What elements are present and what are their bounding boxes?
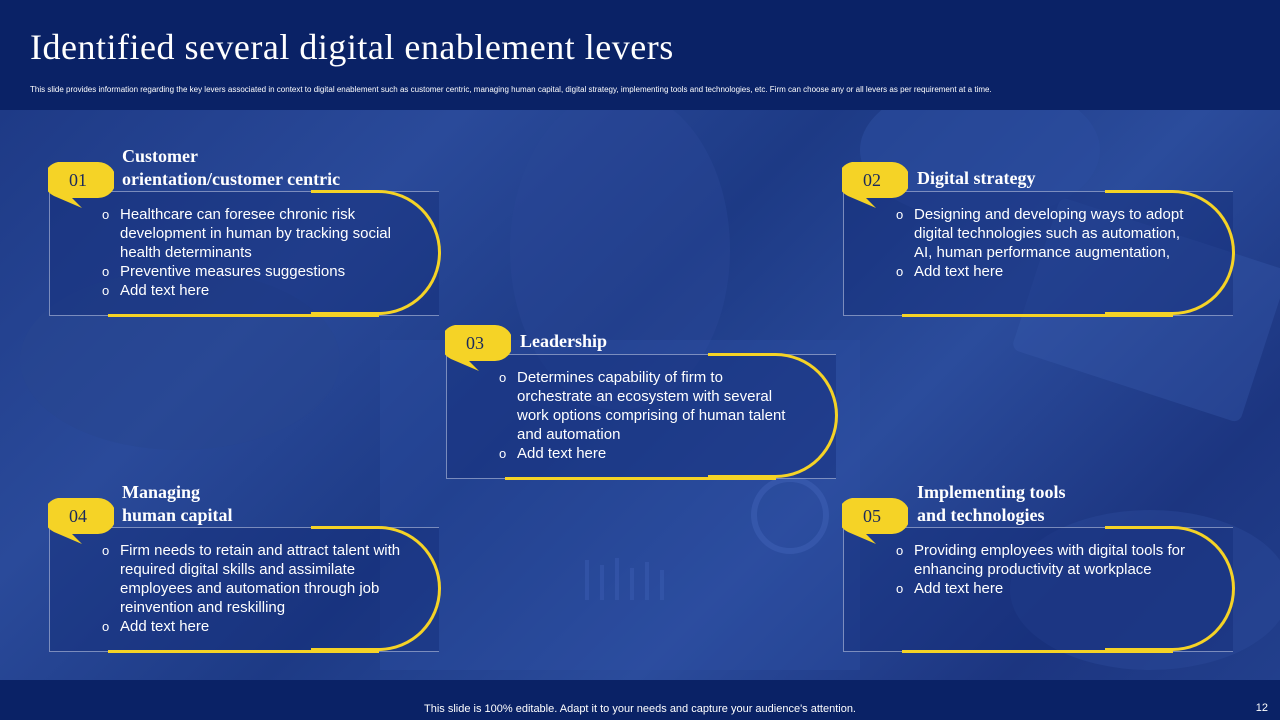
card-underline [902,650,1173,653]
list-item: Add text here [896,579,1196,598]
card-underline [902,314,1173,317]
footer-text: This slide is 100% editable. Adapt it to… [424,703,856,715]
footer-bar [0,680,1280,720]
lever-card-01: Healthcare can foresee chronic risk deve… [49,190,441,317]
slide-title: Identified several digital enablement le… [30,27,674,67]
lever-card-02: Designing and developing ways to adopt d… [843,190,1235,317]
slide-subtitle: This slide provides information regardin… [30,85,992,94]
card-arc [1105,526,1235,651]
list-item: Add text here [499,444,799,463]
number-badge-03: 03 [445,323,511,371]
lever-title-01: Customer orientation/customer centric [122,146,341,189]
list-item: Firm needs to retain and attract talent … [102,541,402,617]
card-arc [1105,190,1235,315]
lever-card-05: Providing employees with digital tools f… [843,526,1235,653]
lever-card-04: Firm needs to retain and attract talent … [49,526,441,653]
lever-title-05: Implementing tools and technologies [917,482,1066,525]
header-bar [0,0,1280,110]
lever-list: Providing employees with digital tools f… [896,541,1196,598]
card-underline [108,650,379,653]
lever-title-03: Leadership [520,331,608,351]
list-item: Add text here [896,262,1196,281]
card-underline [108,314,379,317]
card-underline [505,477,776,480]
card-arc [708,353,838,478]
card-arc [311,190,441,315]
list-item: Add text here [102,281,402,300]
list-item: Determines capability of firm to orchest… [499,368,799,444]
card-arc [311,526,441,651]
lever-list: Designing and developing ways to adopt d… [896,205,1196,281]
list-item: Add text here [102,617,402,636]
list-item: Preventive measures suggestions [102,262,402,281]
lever-list: Firm needs to retain and attract talent … [102,541,402,636]
number-badge-04: 04 [48,496,114,544]
list-item: Designing and developing ways to adopt d… [896,205,1196,262]
lever-title-02: Digital strategy [917,168,1036,188]
number-badge-01: 01 [48,160,114,208]
page-number: 12 [1255,702,1268,714]
number-badge-02: 02 [842,160,908,208]
number-badge-05: 05 [842,496,908,544]
lever-list: Determines capability of firm to orchest… [499,368,799,463]
lever-title-04: Managing human capital [122,482,233,525]
lever-list: Healthcare can foresee chronic risk deve… [102,205,402,300]
lever-card-03: Determines capability of firm to orchest… [446,353,838,480]
list-item: Healthcare can foresee chronic risk deve… [102,205,402,262]
list-item: Providing employees with digital tools f… [896,541,1196,579]
